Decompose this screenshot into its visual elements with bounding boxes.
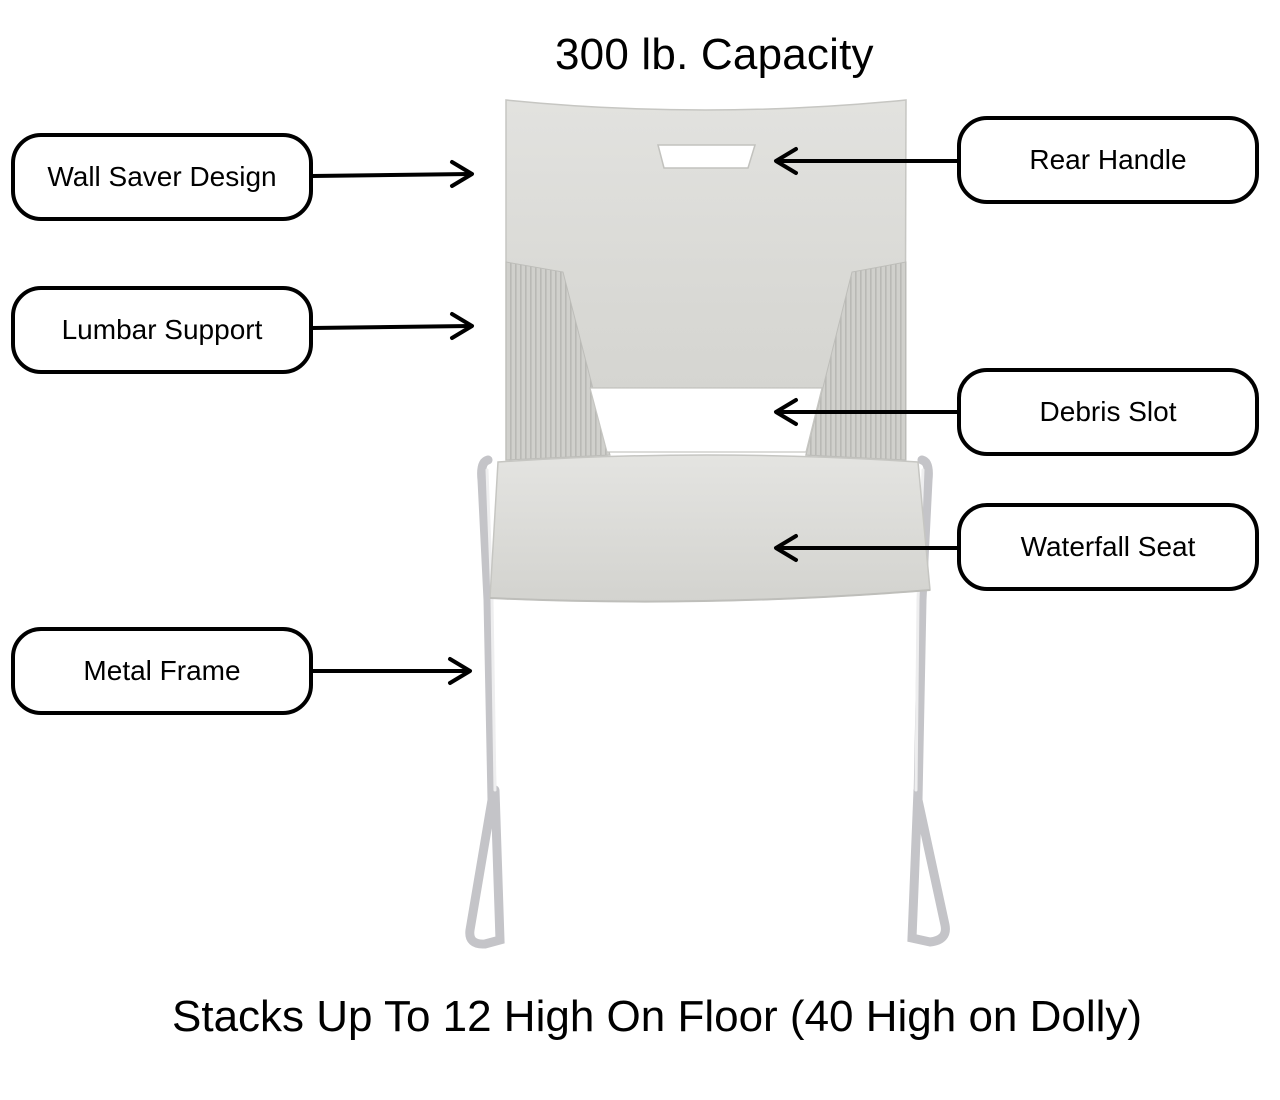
arrowhead-waterfall-seat [774,534,798,562]
callout-lumbar-support-label: Lumbar Support [61,314,263,345]
callout-waterfall-seat: Waterfall Seat [957,503,1259,591]
arrow-wall-saver [310,172,472,178]
callout-rear-handle-label: Rear Handle [1029,144,1187,175]
callout-lumbar-support: Lumbar Support [11,286,313,374]
seat-edge-shadow [489,589,931,603]
rear-handle-slot [657,144,757,169]
debris-slot-opening [589,387,823,453]
callout-arrows [310,147,959,685]
arrowhead-metal-frame [448,657,472,685]
metal-frame [465,455,950,949]
callout-rear-handle: Rear Handle [957,116,1259,204]
stacking-note: Stacks Up To 12 High On Floor (40 High o… [172,992,1143,1041]
diagram-title: 300 lb. Capacity [555,30,874,79]
callout-debris-slot: Debris Slot [957,368,1259,456]
callout-debris-slot-label: Debris Slot [1039,396,1177,427]
arrow-lumbar [310,324,472,330]
arrowhead-lumbar [450,312,474,340]
arrowhead-rear-handle [774,147,798,175]
lumbar-ribs-left [505,261,611,461]
callout-waterfall-seat-label: Waterfall Seat [1020,531,1196,562]
callout-metal-frame-label: Metal Frame [83,655,241,686]
callout-wall-saver: Wall Saver Design [11,133,313,221]
waterfall-seat [489,454,931,603]
arrowhead-debris-slot [774,398,798,426]
arrowhead-wall-saver [450,160,474,188]
callout-metal-frame: Metal Frame [11,627,313,715]
callout-wall-saver-label: Wall Saver Design [47,161,277,192]
